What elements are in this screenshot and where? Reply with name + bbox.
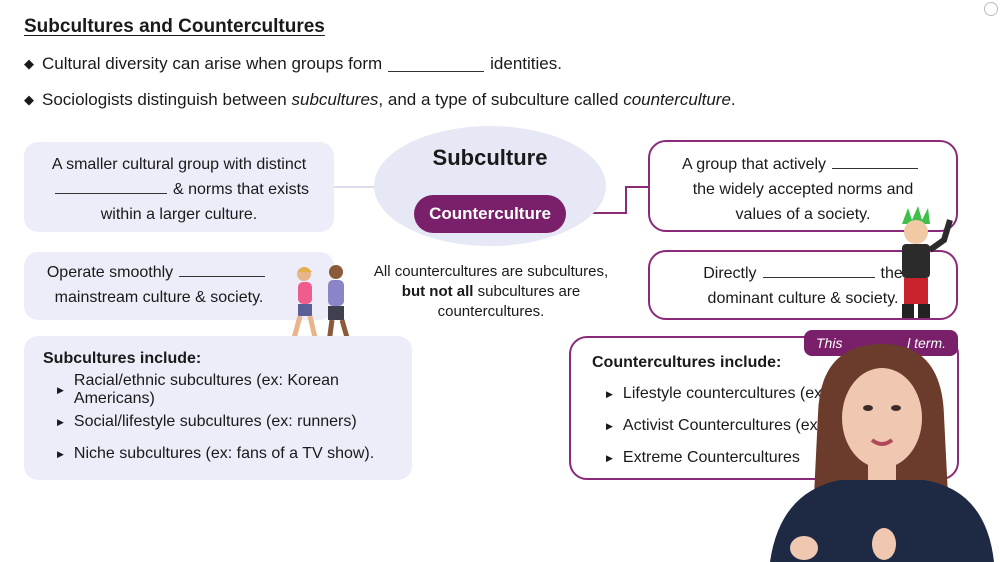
definition-line: values of a society. (735, 206, 871, 223)
definition-line: & norms that exists (172, 181, 310, 198)
emphasis-subcultures: subcultures (291, 90, 379, 109)
triangle-bullet-icon: ▶ (606, 452, 613, 463)
note-line: All countercultures are subcultures, (373, 263, 609, 280)
counterculture-pill: Counterculture (414, 195, 566, 233)
fill-in-blank (179, 262, 266, 277)
page-title: Subcultures and Countercultures (24, 16, 325, 37)
bullet-text: . (730, 90, 736, 109)
oppose-line: the (880, 265, 903, 282)
subcultures-include-box: Subcultures include: ▶ Racial/ethnic subc… (24, 336, 412, 480)
triangle-bullet-icon: ▶ (57, 448, 64, 459)
triangle-bullet-icon: ▶ (57, 384, 64, 395)
definition-line: A group that actively (681, 156, 827, 173)
bullet-text: Cultural diversity can arise when groups… (42, 54, 383, 73)
list-item-text: Lifestyle countercultures (ex: (622, 385, 827, 402)
subculture-heading: Subculture (432, 145, 548, 170)
bullet-cultural-diversity: ◆ Cultural diversity can arise when grou… (24, 54, 562, 74)
bullet-sociologists: ◆ Sociologists distinguish between subcu… (24, 90, 736, 110)
operate-line: mainstream culture & society. (54, 289, 264, 306)
triangle-bullet-icon: ▶ (606, 420, 613, 431)
relationship-note: All countercultures are subcultures, but… (370, 262, 612, 322)
list-item: ▶ Racial/ethnic subcultures (ex: Korean A… (57, 372, 412, 407)
connector-line (566, 212, 626, 214)
fill-in-blank (54, 179, 167, 194)
subculture-definition-box: A smaller cultural group with distinct &… (24, 142, 334, 232)
list-item: ▶ Lifestyle countercultures (ex: (606, 378, 957, 410)
triangle-bullet-icon: ▶ (57, 416, 64, 427)
tag-text: l term. (907, 335, 946, 351)
connector-line (334, 186, 376, 188)
triangle-bullet-icon: ▶ (606, 388, 613, 399)
diamond-bullet-icon: ◆ (24, 56, 34, 71)
list-item-text: Niche subcultures (ex: fans of a TV show… (73, 445, 375, 462)
bullet-text: Sociologists distinguish between (42, 90, 292, 109)
subculture-operate-box: Operate smoothly mainstream culture & so… (24, 252, 334, 320)
list-item-text: Social/lifestyle subcultures (ex: runner… (73, 413, 357, 430)
definition-line: A smaller cultural group with distinct (51, 156, 307, 173)
diamond-bullet-icon: ◆ (24, 92, 34, 107)
fill-in-blank (388, 57, 485, 72)
list-item: ▶ Activist Countercultures (ex: f (606, 410, 957, 442)
note-line: subcultures are (473, 283, 581, 300)
subcultures-include-title: Subcultures include: (43, 350, 202, 367)
fill-in-blank (832, 154, 919, 169)
list-item-text: Racial/ethnic subcultures (ex: Korean Am… (73, 372, 339, 407)
list-item: ▶ Niche subcultures (ex: fans of a TV sho… (57, 438, 412, 470)
list-item: ▶ Social/lifestyle subcultures (ex: runne… (57, 406, 412, 438)
operate-line: Operate smoothly (46, 264, 174, 281)
bullet-text: , and a type of subculture called (378, 90, 624, 109)
emphasis-counterculture: counterculture (623, 90, 731, 109)
fill-in-blank (762, 263, 875, 278)
list-item-text: Activist Countercultures (ex: f (622, 417, 831, 434)
oppose-line: dominant culture & society. (707, 290, 899, 307)
countercultures-include-title: Countercultures include: (592, 354, 782, 371)
punk-character-illustration-icon (902, 206, 953, 318)
note-line: countercultures. (437, 303, 545, 320)
definition-line: within a larger culture. (100, 206, 258, 223)
corner-icon[interactable] (984, 2, 998, 16)
tag-text: This (816, 335, 843, 351)
presenter-video-overlay (770, 344, 994, 562)
note-bold: but not all (401, 283, 474, 300)
definition-line: the widely accepted norms and (692, 181, 914, 198)
list-item-text: Extreme Countercultures (622, 449, 800, 466)
connector-line (625, 186, 627, 214)
list-item: ▶ Extreme Countercultures (606, 442, 957, 474)
connector-line (625, 186, 650, 188)
bullet-text-end: identities. (490, 54, 562, 73)
oppose-line: Directly (703, 265, 757, 282)
